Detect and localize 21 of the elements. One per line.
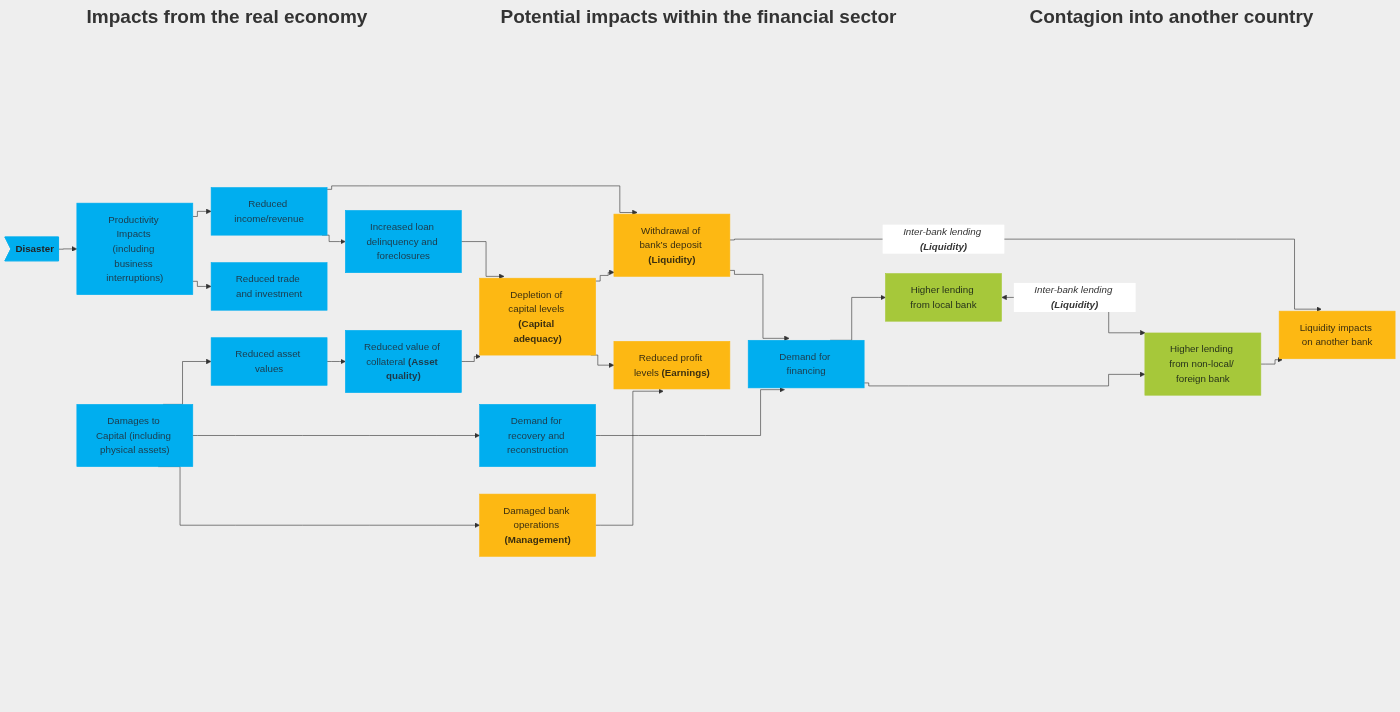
- node-box: Productivity Impacts (including business interruptions): [76, 202, 194, 295]
- node-box: Damaged bank operations (Management): [479, 493, 596, 557]
- node-box: Reduced asset values: [210, 337, 328, 386]
- node-box: Increased loan delinquency and foreclosures: [345, 210, 462, 273]
- node-box: Liquidity impacts on another bank: [1278, 310, 1396, 359]
- node-box: Reduced income/revenue: [210, 187, 328, 236]
- node-box: Reduced value of collateral (Asset quality): [345, 329, 462, 393]
- section-heading: Impacts from the real economy: [86, 6, 368, 29]
- section-heading: Contagion into another country: [1029, 6, 1314, 29]
- node-box: Higher lending from local bank: [885, 273, 1002, 322]
- node-box: Reduced profit levels (Earnings): [613, 340, 731, 390]
- section-heading: Potential impacts within the financial sector: [500, 6, 897, 29]
- edge-label: Inter-bank lending (Liquidity): [903, 226, 982, 252]
- node-box: Higher lending from non-local/ foreign bank: [1144, 332, 1262, 396]
- node-box: Demand for financing: [747, 339, 865, 389]
- node-box: Reduced trade and investment: [210, 262, 328, 311]
- edge-label: Inter-bank lending (Liquidity): [1034, 284, 1113, 310]
- node-box: Damages to Capital (including physical assets): [76, 403, 194, 467]
- node-box: Depletion of capital levels (Capital adequacy): [479, 277, 596, 356]
- node-box: Demand for recovery and reconstruction: [479, 403, 596, 467]
- node-box: Withdrawal of bank’s deposit (Liquidity): [613, 213, 731, 277]
